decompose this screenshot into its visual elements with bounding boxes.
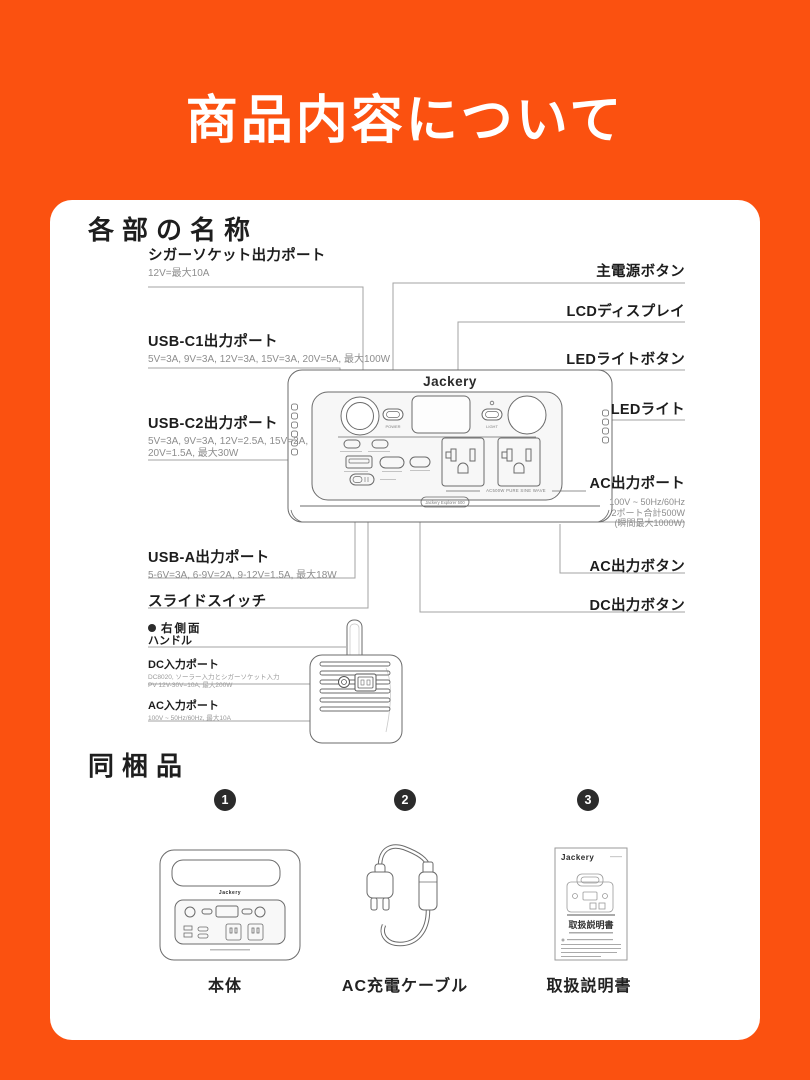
device-side-view	[309, 619, 403, 744]
section-heading-included: 同梱品	[88, 751, 191, 781]
label-ac-input-port: AC入力ポート 100V ~ 50Hz/60Hz, 最大10A	[148, 700, 231, 722]
section-heading-parts: 各部の名称	[88, 215, 259, 245]
item-number-1: 1	[214, 789, 236, 811]
included-manual-drawing	[554, 847, 628, 961]
item-number-2: 2	[394, 789, 416, 811]
label-slide-switch: スライドスイッチ	[148, 594, 267, 610]
side-view-tag: 右側面	[148, 620, 202, 636]
label-usba-output: USB-A出力ポート 5-6V=3A, 6-9V=2A, 9-12V=1.5A,…	[148, 550, 337, 581]
label-usbc1-output: USB-C1出力ポート 5V=3A, 9V=3A, 12V=3A, 15V=3A…	[148, 334, 391, 365]
diagram-line-art	[148, 282, 685, 961]
included-cable-drawing	[366, 844, 438, 947]
label-usbc2-output: USB-C2出力ポート 5V=3A, 9V=3A, 12V=2.5A, 15V=…	[148, 416, 309, 459]
power-button-label: POWER	[385, 424, 401, 429]
manual-cover-brand: Jackery	[561, 853, 595, 862]
device-front-view	[287, 369, 613, 523]
item-number-3: 3	[577, 789, 599, 811]
label-handle: ハンドル	[148, 635, 192, 647]
device-brand-logo: Jackery	[423, 374, 477, 389]
label-ac-output-button: AC出力ボタン	[589, 559, 685, 575]
label-dc-input-port: DC入力ポート DC8020, ソーラー入力とシガーソケット入力 PV 12V-…	[148, 659, 280, 689]
label-dc-output-button: DC出力ボタン	[589, 598, 685, 614]
label-led-light: LEDライト	[610, 402, 685, 418]
item-caption-manual: 取扱説明書	[546, 978, 632, 995]
label-lcd-display: LCDディスプレイ	[566, 304, 685, 320]
bullet-dot-icon	[148, 624, 156, 632]
item-caption-cable: AC充電ケーブル	[341, 978, 469, 995]
included-unit-drawing	[159, 849, 301, 961]
label-ac-output-port: AC出力ポート 100V ~ 50Hz/60Hz 2ポート合計500W (瞬間最…	[589, 476, 685, 528]
label-cigarette-socket-output: シガーソケット出力ポート 12V=最大10A	[148, 248, 326, 279]
connector-lines	[148, 282, 685, 722]
label-main-power-button: 主電源ボタン	[596, 264, 685, 280]
light-button-label: LIGHT	[486, 424, 498, 429]
page-title: 商品内容について	[185, 92, 625, 150]
device-model-badge: Jackery Explorer 500	[425, 499, 465, 505]
ac-outlet-note: AC500W PURE SINE WAVE	[486, 487, 546, 493]
manual-cover-title: 取扱説明書	[568, 920, 614, 930]
label-led-light-button: LEDライトボタン	[566, 352, 685, 368]
unit-mini-brand-logo: Jackery	[218, 890, 242, 896]
item-caption-unit: 本体	[207, 978, 242, 995]
content-card: 各部の名称 同梱品 シガーソケット出力ポート 12V=最大10A USB-C1出…	[50, 200, 760, 1040]
